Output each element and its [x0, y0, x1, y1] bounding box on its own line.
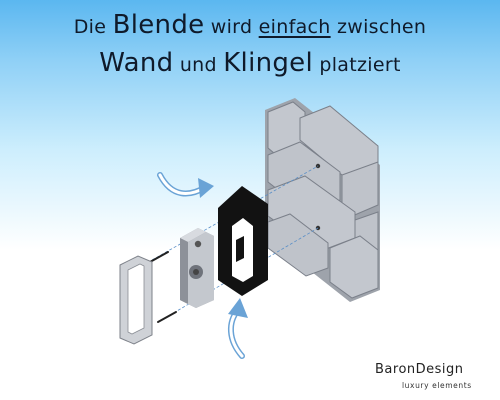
doorbell [180, 228, 214, 308]
brand-name: BaronDesign [375, 362, 464, 377]
screws [149, 251, 177, 323]
curved-arrow-icon [157, 172, 214, 198]
headline-emphasis-word: Wand [99, 48, 174, 78]
headline-line-2: Wand und Klingel platziert [0, 48, 500, 78]
curved-arrow-icon [228, 298, 248, 359]
headline-underlined-word: einfach [258, 16, 331, 38]
brick-wall [265, 98, 380, 302]
black-plate [218, 186, 268, 296]
headline-word: platziert [319, 54, 401, 76]
headline-emphasis-word: Blende [112, 10, 205, 40]
brand-tagline: luxury elements [402, 381, 472, 390]
headline-emphasis-word: Klingel [223, 48, 314, 78]
headline-line-1: Die Blende wird einfach zwischen [0, 10, 500, 40]
headline-word: und [179, 54, 217, 76]
headline-word: zwischen [336, 16, 427, 38]
headline-word: Die [73, 16, 107, 38]
doorbell-frame [119, 255, 153, 345]
headline-word: wird [210, 16, 253, 38]
